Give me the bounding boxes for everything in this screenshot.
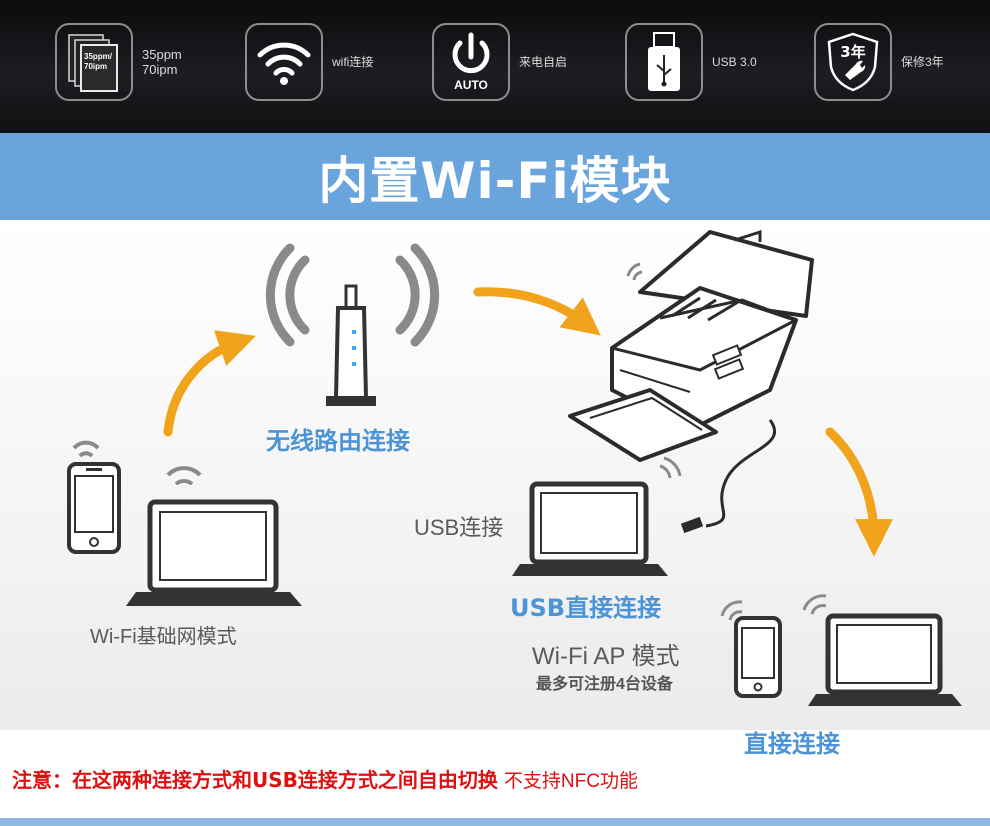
svg-text:70ipm: 70ipm [84,62,107,71]
laptop-icon-usb [512,481,668,576]
feature-bar: 35ppm/ 70ipm 35ppm 70ipm wifi连接 AUTO [0,0,990,133]
laptop-icon-left [126,466,302,606]
smartphone-icon-right [720,600,782,698]
feature-wifi: wifi连接 [245,22,373,102]
router-icon [265,243,440,406]
feature-auto-power: AUTO 来电自启 [432,22,567,102]
feature-warranty: 3年 保修3年 [814,22,944,102]
headline-band: 内置Wi-Fi模块 [0,133,990,220]
direct-connection-label: 直接连接 [744,730,840,758]
feature-speed-label: 35ppm 70ipm [142,47,182,77]
feature-wifi-label: wifi连接 [332,54,374,69]
document-stack-icon: 35ppm/ 70ipm [55,23,133,101]
svg-text:3年: 3年 [840,43,865,61]
page-title: 内置Wi-Fi模块 [318,151,672,210]
ap-mode-label: Wi-Fi AP 模式 [532,643,680,670]
usb-connection-label: USB连接 [414,515,504,540]
feature-auto-power-label: 来电自启 [519,54,568,69]
smartphone-icon-left [67,440,121,554]
arrow-phone-to-router [163,330,256,437]
note-line: 注意：在这两种连接方式和USB连接方式之间自由切换不支持NFC功能 [12,764,638,793]
note-extra: 不支持NFC功能 [503,771,638,792]
warranty-shield-icon: 3年 [814,23,892,101]
power-icon: AUTO [432,23,510,101]
connection-diagram: 无线路由连接 Wi-Fi基础网模式 USB连接 USB直接连接 Wi-Fi AP… [0,220,990,758]
laptop-icon-right [802,594,962,706]
ap-mode-sublabel: 最多可注册4台设备 [536,676,673,693]
feature-usb: USB 3.0 [625,22,757,102]
basic-mode-label: Wi-Fi基础网模式 [90,626,237,648]
bottom-rule [0,818,990,826]
scanner-icon [568,229,814,534]
usb-drive-icon [625,23,703,101]
arrow-scanner-to-devices [825,427,893,557]
wifi-icon [245,23,323,101]
arrow-router-to-scanner [473,287,601,336]
feature-warranty-label: 保修3年 [901,54,944,69]
svg-text:AUTO: AUTO [454,78,488,92]
feature-usb-label: USB 3.0 [712,54,757,69]
feature-speed: 35ppm/ 70ipm 35ppm 70ipm [55,22,182,102]
note-main: 注意：在这两种连接方式和USB连接方式之间自由切换 [12,768,498,792]
svg-text:35ppm/: 35ppm/ [84,52,113,61]
usb-direct-label: USB直接连接 [510,594,662,622]
router-connection-label: 无线路由连接 [266,427,410,455]
